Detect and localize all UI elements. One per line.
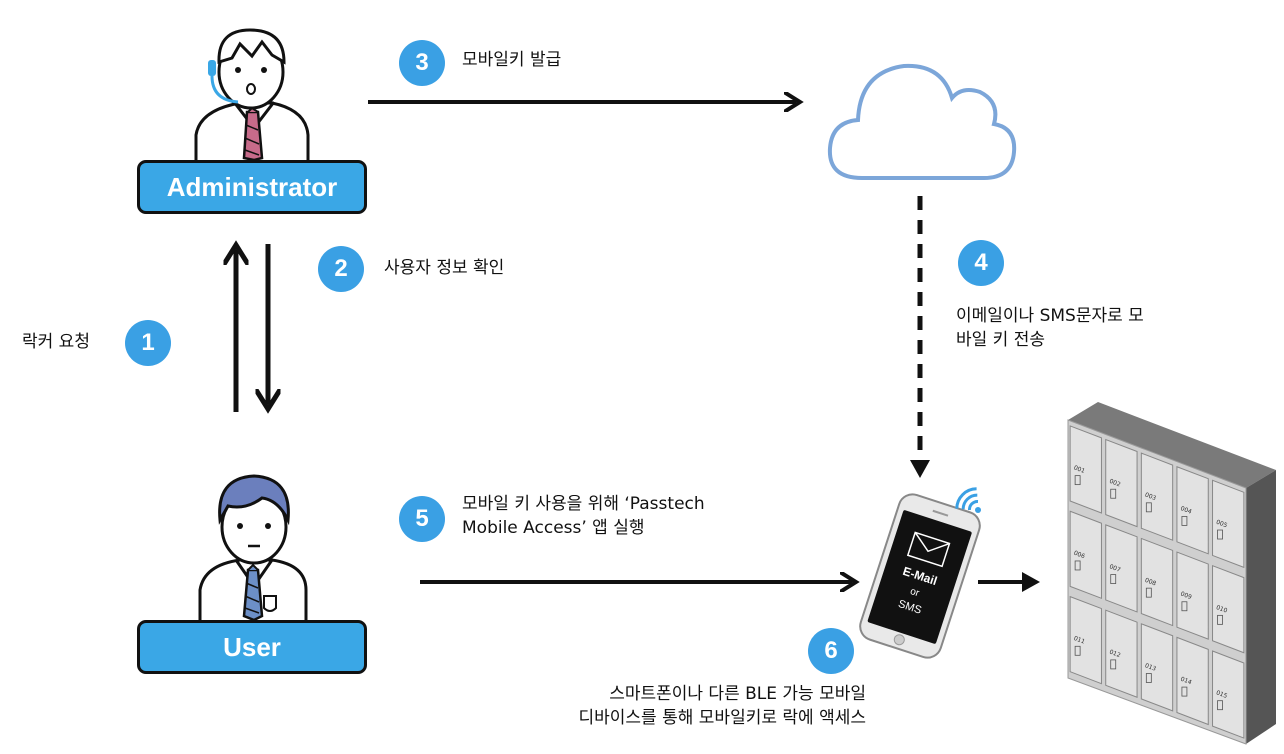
locker-number: 002 — [1108, 478, 1121, 489]
step-4-badge: 4 — [958, 240, 1004, 286]
locker-door — [1105, 609, 1138, 698]
locker-door — [1069, 595, 1102, 685]
phone-text-line2: or — [909, 586, 921, 599]
locker-handle — [1110, 574, 1117, 584]
wifi-icon — [955, 487, 981, 513]
locker-door — [1105, 524, 1138, 613]
locker-number: 010 — [1215, 604, 1228, 615]
locker-handle — [1217, 529, 1223, 540]
step-4-label-line1: 이메일이나 SMS문자로 모 — [956, 306, 1144, 326]
locker-number: 006 — [1073, 550, 1086, 561]
locker-door — [1140, 537, 1174, 627]
locker-handle — [1110, 659, 1117, 670]
step-6-badge: 6 — [808, 628, 854, 674]
locker-number: 011 — [1073, 635, 1086, 646]
locker-handle — [1181, 601, 1188, 612]
step-6-label-line2: 디바이스를 통해 모바일키로 락에 액세스 — [578, 708, 867, 728]
step-1-badge: 1 — [125, 320, 171, 366]
locker-door — [1212, 650, 1245, 739]
locker-handle — [1145, 587, 1152, 598]
locker-handle — [1217, 614, 1223, 625]
locker-door — [1176, 466, 1209, 555]
locker-handle — [1145, 673, 1152, 683]
locker-handle — [1145, 502, 1152, 513]
locker-door — [1176, 551, 1209, 640]
step-2-label: 사용자 정보 확인 — [384, 258, 505, 278]
locker-cabinet: 001 002 003 004 005 006 007 008 009 010 011 012 013 0… — [1067, 402, 1276, 745]
locker-door — [1105, 438, 1138, 528]
locker-handle — [1074, 645, 1081, 656]
step-2-badge: 2 — [318, 246, 364, 292]
locker-handle — [1110, 488, 1117, 499]
locker-door — [1212, 479, 1245, 569]
locker-number: 005 — [1215, 519, 1228, 530]
cloud-icon — [827, 63, 1017, 180]
administrator-box: Administrator — [137, 160, 367, 214]
locker-number: 004 — [1179, 505, 1192, 516]
step-5-badge: 5 — [399, 496, 445, 542]
locker-door — [1212, 564, 1245, 654]
step-3-badge: 3 — [399, 40, 445, 86]
step-6-label-line1: 스마트폰이나 다른 BLE 가능 모바일 — [609, 684, 866, 704]
envelope-icon — [906, 531, 951, 568]
locker-handle — [1181, 686, 1188, 697]
locker-door — [1176, 636, 1209, 726]
locker-number: 009 — [1179, 590, 1192, 601]
step-5-label-line1: 모바일 키 사용을 위해 ‘Passtech — [462, 494, 705, 514]
locker-number: 015 — [1215, 689, 1228, 700]
locker-number: 014 — [1179, 676, 1192, 687]
locker-number: 001 — [1073, 464, 1086, 475]
locker-number: 012 — [1108, 649, 1121, 660]
step-4-label-line2: 바일 키 전송 — [956, 330, 1046, 350]
locker-handle — [1074, 475, 1081, 486]
locker-door — [1140, 452, 1174, 541]
user-label: User — [223, 631, 281, 662]
locker-door — [1140, 623, 1174, 712]
locker-handle — [1074, 560, 1081, 571]
locker-handle — [1181, 516, 1188, 526]
user-figure — [198, 474, 308, 622]
locker-handle — [1217, 700, 1223, 711]
locker-number: 013 — [1144, 662, 1157, 673]
step-5-label-line2: Mobile Access’ 앱 실행 — [462, 518, 645, 538]
locker-number: 008 — [1144, 577, 1157, 588]
step-3-label: 모바일키 발급 — [462, 50, 562, 70]
administrator-figure — [194, 28, 310, 162]
locker-number: 003 — [1144, 492, 1157, 503]
smartphone: E-Mail or SMS — [859, 493, 981, 659]
step-1-label: 락커 요청 — [22, 332, 90, 352]
locker-number: 007 — [1108, 563, 1121, 574]
locker-door — [1069, 425, 1102, 514]
locker-door — [1069, 510, 1102, 600]
administrator-label: Administrator — [166, 171, 338, 202]
user-box: User — [137, 620, 367, 674]
